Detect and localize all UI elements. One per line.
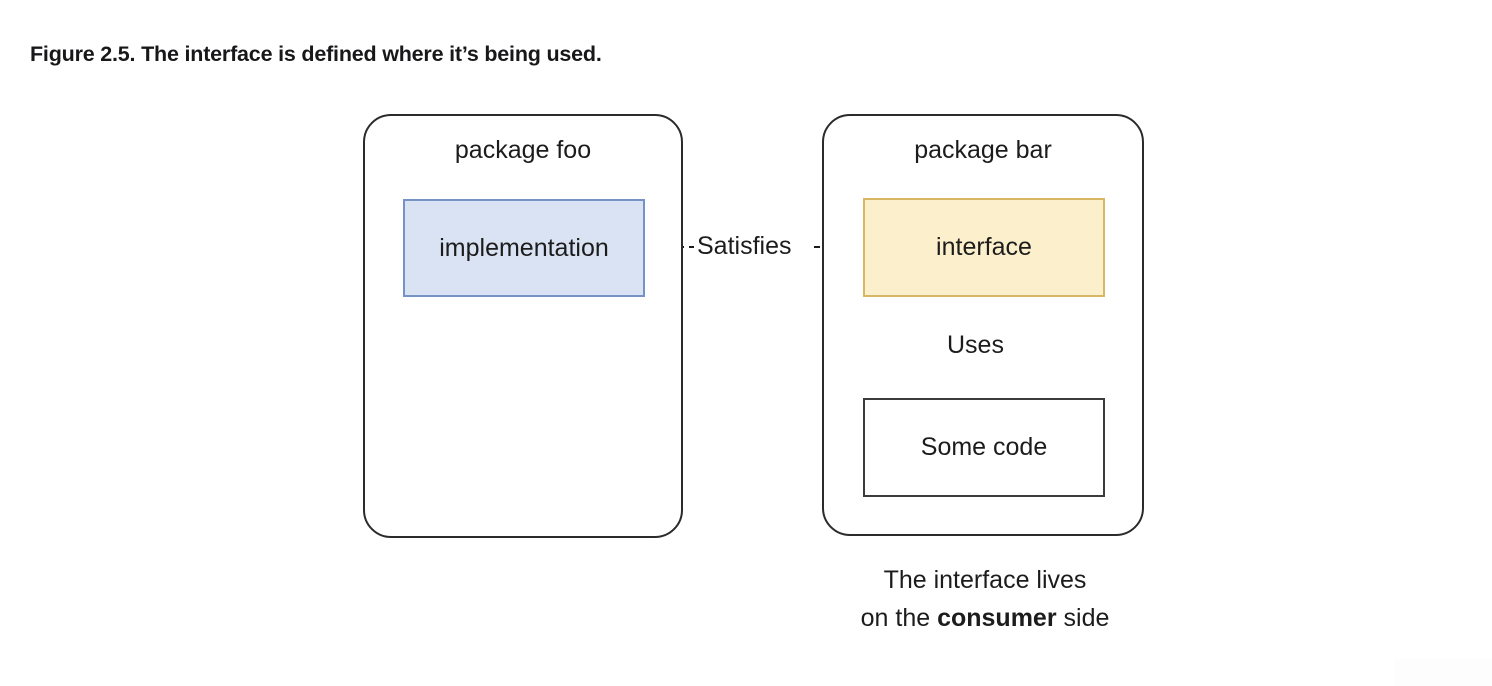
node-implementation[interactable]: implementation <box>403 199 645 297</box>
package-container-foo[interactable]: package foo <box>363 114 683 538</box>
package-title-foo: package foo <box>454 136 592 164</box>
node-implementation-label: implementation <box>439 233 609 262</box>
node-some-code-label: Some code <box>920 433 1048 461</box>
diagram-note: The interface lives on the consumer side <box>800 561 1170 637</box>
node-interface[interactable]: interface <box>863 198 1105 297</box>
diagram-note-line-2-prefix: on the <box>860 604 938 632</box>
edge-label-uses: Uses <box>944 331 1007 360</box>
diagram-note-line-1: The interface lives <box>883 566 1087 594</box>
corner-strip <box>1395 659 1492 686</box>
node-some-code[interactable]: Some code <box>863 398 1105 497</box>
figure-caption: Figure 2.5. The interface is defined whe… <box>30 42 602 66</box>
package-title-bar: package bar <box>914 136 1052 164</box>
diagram-note-line-2-suffix: side <box>1056 604 1110 632</box>
node-interface-label: interface <box>936 233 1032 261</box>
edge-label-satisfies: Satisfies <box>694 232 795 261</box>
diagram-note-emphasis: consumer <box>937 604 1057 632</box>
